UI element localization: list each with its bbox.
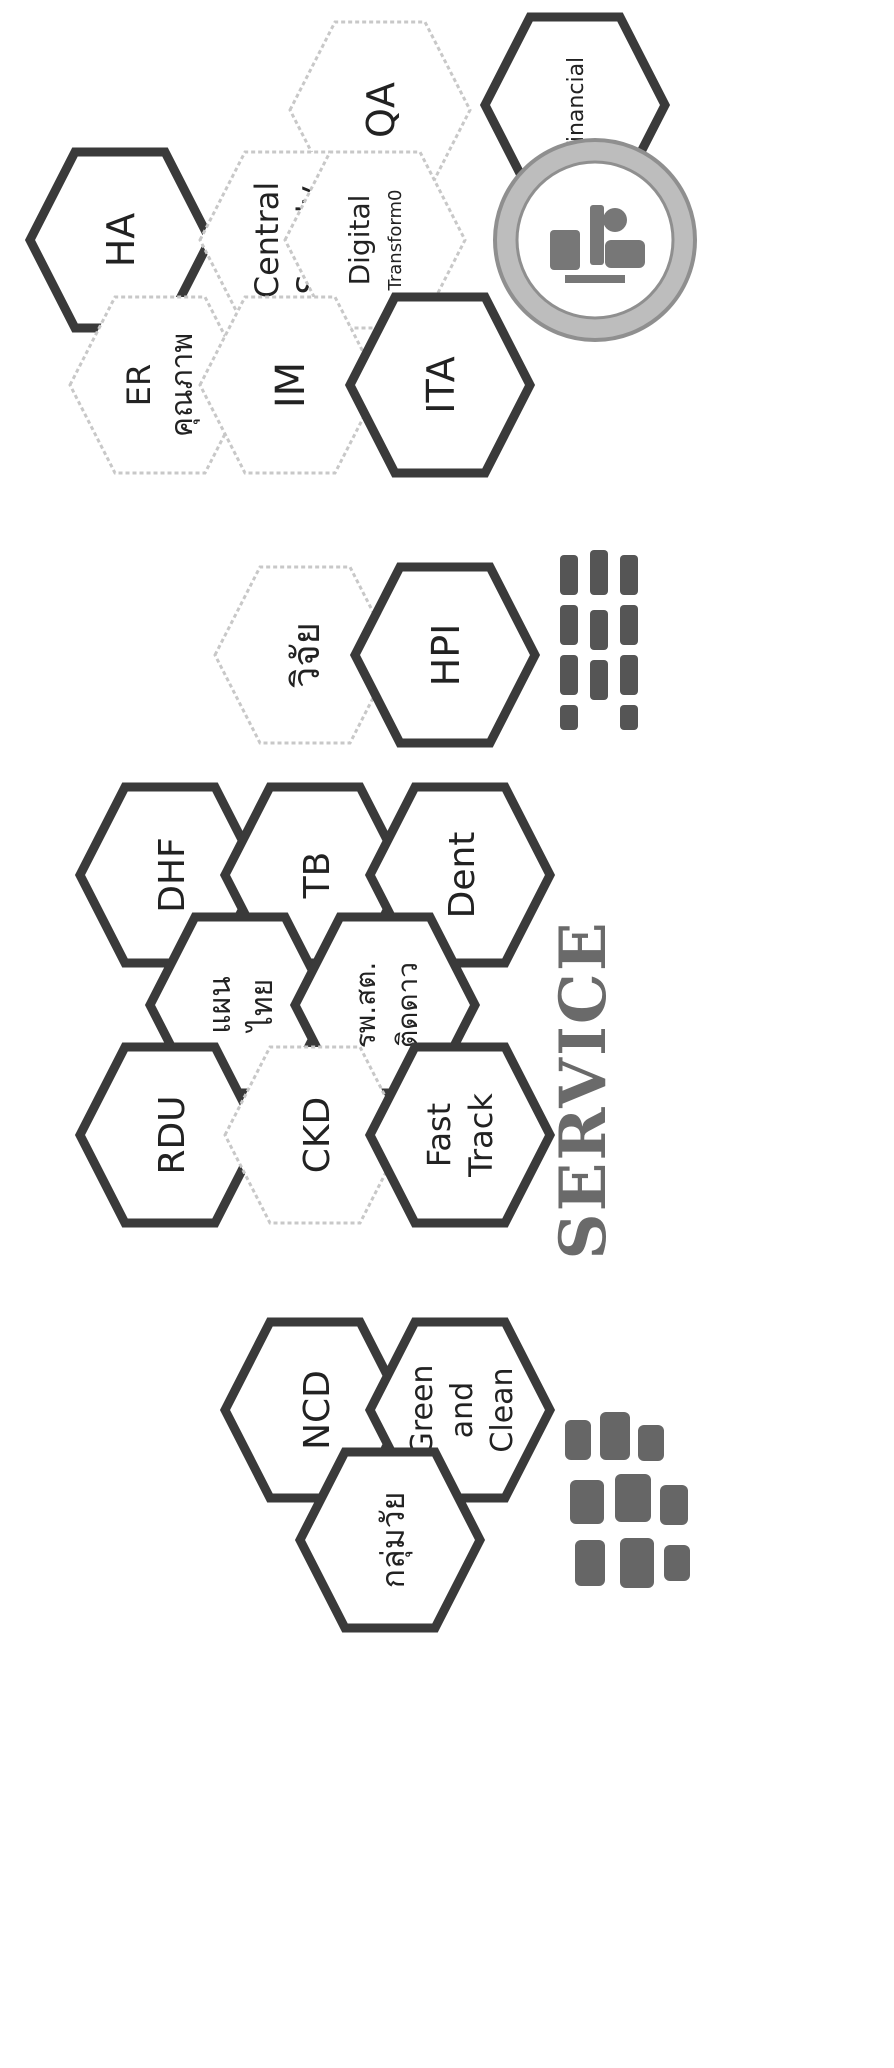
label-digital: Digital [343,195,376,286]
label-dent: Dent [442,832,483,919]
hex-age-group: กลุ่มวัย [300,1452,480,1628]
hex-fast-track: Fast Track [370,1047,550,1223]
label-rdu: RDU [152,1095,193,1174]
label-central: Central [248,182,286,299]
label-dhf: DHF [152,837,193,913]
people-group-illustration [560,550,638,730]
label-thai-med-2: ไทย [244,979,280,1033]
label-tb: TB [297,852,338,900]
label-research: วิจัย [284,622,328,688]
label-fast: Fast [420,1103,458,1167]
emblem-logo [495,140,695,340]
label-hospital-1: รพ.สต. [349,962,382,1049]
label-hpi: HPI [424,624,468,687]
label-green: Green [405,1365,440,1456]
label-ncd: NCD [297,1370,338,1450]
label-qa: QA [359,82,403,138]
label-im: IM [268,362,314,408]
label-hospital-2: ติดดาว [391,962,424,1048]
label-transform: Transform0 [385,190,406,292]
label-thai-med-1: แผน [203,976,238,1033]
hex-hpi: HPI [355,567,535,743]
label-ita: ITA [419,356,463,413]
label-quality: คุณภาพ [165,333,201,437]
hex-ita: ITA [350,297,530,473]
label-clean: Clean [485,1367,520,1452]
label-and: and [445,1382,480,1438]
label-ha: HA [99,213,143,268]
label-track: Track [462,1093,500,1178]
label-er: ER [120,364,158,406]
service-banner: SERVICE [546,920,621,1259]
service-text: SERVICE [546,920,621,1259]
label-ckd: CKD [297,1097,338,1173]
community-illustration [565,1412,690,1588]
label-age-group: กลุ่มวัย [374,1492,413,1589]
